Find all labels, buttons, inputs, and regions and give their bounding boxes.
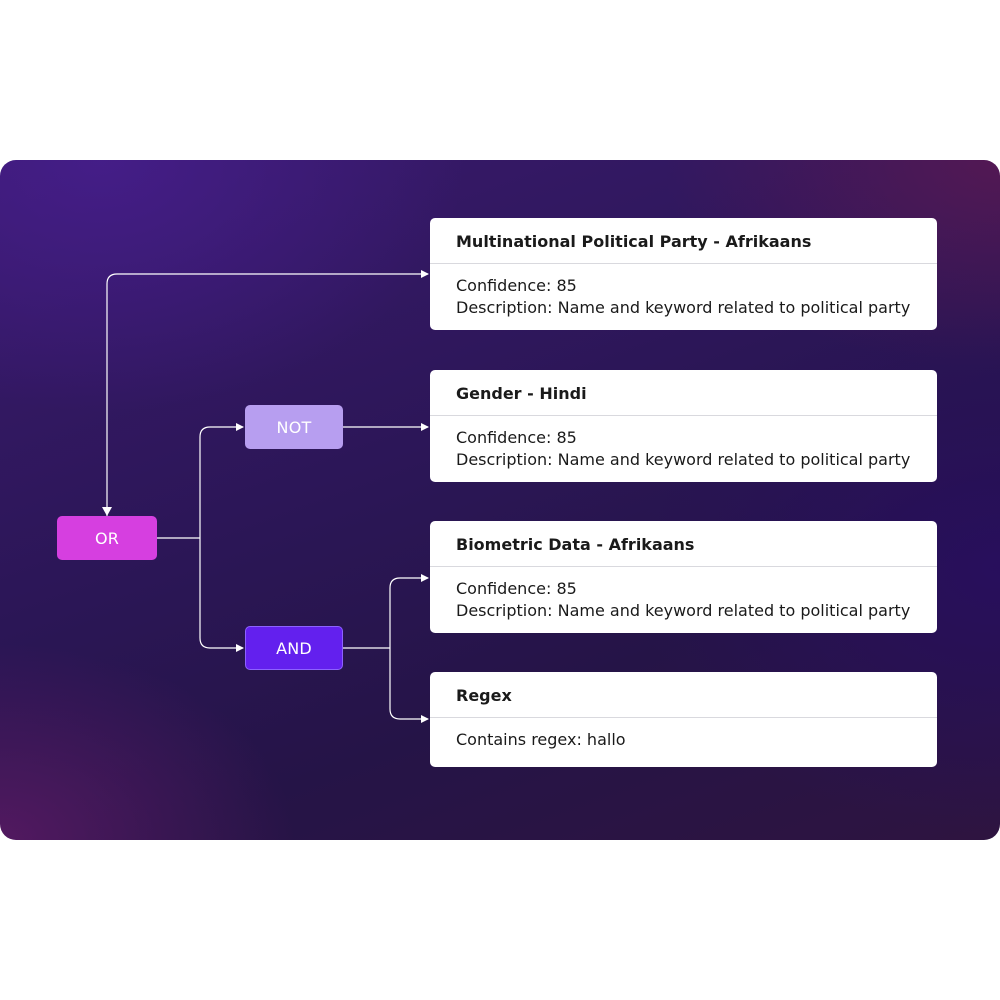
not-operator-node[interactable]: NOT (245, 405, 343, 449)
card-regex-detail: Contains regex: hallo (456, 730, 626, 749)
card-body: Contains regex: hallo (430, 718, 937, 751)
card-title: Regex (430, 672, 937, 718)
condition-card-gender[interactable]: Gender - Hindi Confidence: 85 Descriptio… (430, 370, 937, 482)
card-title: Gender - Hindi (430, 370, 937, 416)
card-description: Description: Name and keyword related to… (456, 601, 911, 620)
or-operator-node[interactable]: OR (57, 516, 157, 560)
condition-card-biometric[interactable]: Biometric Data - Afrikaans Confidence: 8… (430, 521, 937, 633)
and-operator-label: AND (276, 638, 312, 658)
card-title: Biometric Data - Afrikaans (430, 521, 937, 567)
card-description: Description: Name and keyword related to… (456, 450, 911, 469)
rule-diagram-canvas: OR NOT AND Multinational Political Party… (0, 160, 1000, 840)
not-operator-label: NOT (276, 417, 312, 437)
card-confidence: Confidence: 85 (456, 276, 577, 295)
or-operator-label: OR (94, 528, 120, 548)
card-description: Description: Name and keyword related to… (456, 298, 911, 317)
connector-branch-to-not (199, 423, 244, 538)
condition-card-regex[interactable]: Regex Contains regex: hallo (430, 672, 937, 767)
condition-card-political-party[interactable]: Multinational Political Party - Afrikaan… (430, 218, 937, 330)
card-body: Confidence: 85 Description: Name and key… (430, 264, 937, 319)
card-body: Confidence: 85 Description: Name and key… (430, 567, 937, 622)
card-title: Multinational Political Party - Afrikaan… (430, 218, 937, 264)
card-confidence: Confidence: 85 (456, 428, 577, 447)
card-body: Confidence: 85 Description: Name and key… (430, 416, 937, 471)
connector-lines (102, 270, 429, 723)
card-confidence: Confidence: 85 (456, 579, 577, 598)
connector-and-to-regex (389, 648, 429, 723)
connector-or-to-party (106, 270, 429, 516)
connector-and-to-biometric (389, 574, 429, 648)
arrowhead-into-or (102, 507, 112, 516)
connector-branch-to-and (199, 538, 244, 652)
and-operator-node[interactable]: AND (245, 626, 343, 670)
